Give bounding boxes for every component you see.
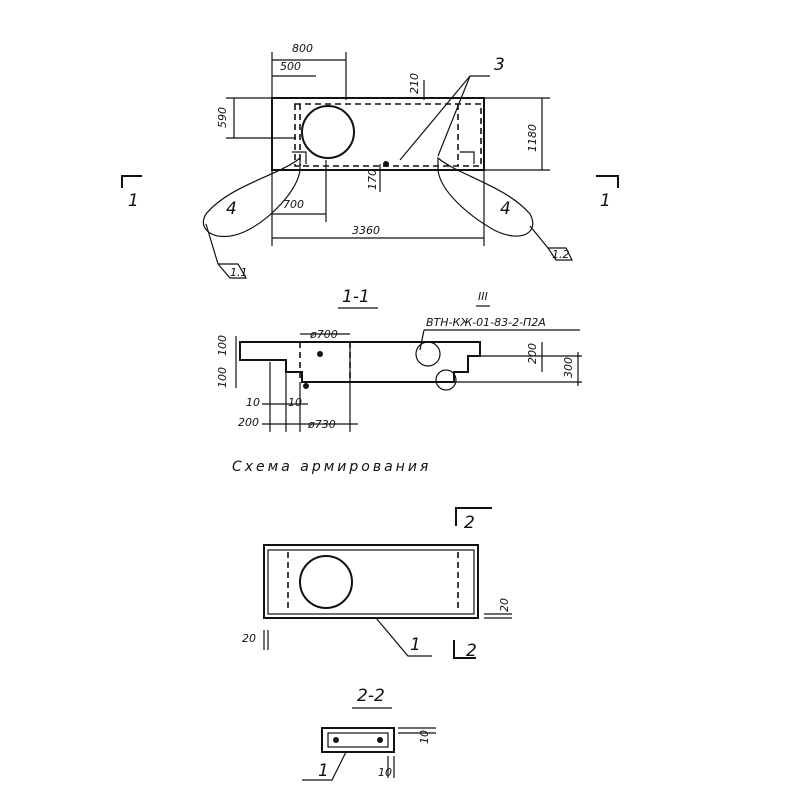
tag-right-label: 1.2 [552, 248, 570, 261]
reinforcement-label-1: 1 [410, 635, 421, 655]
callout-3-leader-a [399, 75, 471, 161]
reinforcement-slab-outer [263, 544, 479, 619]
dim-200: 200 [238, 416, 259, 429]
section-2-2-label-1: 1 [318, 761, 329, 781]
dim-100-top: 100 [216, 335, 229, 356]
dim-210: 210 [408, 73, 421, 94]
section-2-2-dim-10-bottom: 10 [378, 766, 392, 779]
reinforcement-dim-20-left: 20 [242, 632, 256, 645]
dim-500: 500 [280, 60, 301, 73]
section-2-2: 2-2 10 10 1 [302, 686, 436, 781]
callout-4-left-label: 4 [226, 199, 237, 219]
dim-phi-700: ø700 [309, 328, 338, 341]
section-2-mark-top [455, 507, 492, 526]
section-2-2-dim-10-right: 10 [418, 730, 431, 744]
plan-slab-outline [271, 97, 485, 171]
tag-left-label: 1.1 [230, 266, 248, 279]
dim-phi-730: ø730 [307, 418, 336, 431]
callout-4-left-outline [202, 156, 301, 238]
section-1-1-anchor-top [415, 341, 441, 367]
section-1-1-profile [239, 341, 481, 383]
section-2-bottom-label: 2 [466, 641, 477, 661]
dim-170: 170 [366, 169, 379, 190]
reinforcement-dim-20-right: 20 [498, 598, 511, 612]
section-mark-right-label: 1 [600, 191, 611, 211]
dim-590: 590 [216, 107, 229, 128]
dim-100-bottom: 100 [216, 367, 229, 388]
section-1-1-ref: ВТН-КЖ-01-83-2-П2А [426, 316, 546, 329]
reinforcement-opening-circle [299, 555, 353, 609]
dim-700: 700 [283, 198, 304, 211]
section-2-top-label: 2 [464, 513, 475, 533]
section-1-1-anchor-bottom [435, 369, 457, 391]
callout-3-label: 3 [494, 55, 505, 75]
tag-left-leader [205, 223, 248, 279]
section-2-2-outer [321, 727, 395, 753]
callout-4-right-outline [437, 156, 534, 237]
section-1-1-roman: III [478, 290, 488, 303]
dim-10-left: 10 [246, 396, 260, 409]
section-1-1-title: 1-1 [342, 287, 370, 307]
section-2-2-label-1-leader [302, 751, 347, 781]
plan-opening-circle [301, 105, 355, 159]
reinforcement-title: Схема армирования [232, 459, 431, 475]
callout-3-leader-b [437, 75, 471, 157]
dim-3360: 3360 [352, 224, 380, 237]
callout-4-right-label: 4 [500, 199, 511, 219]
plan-view: 800 500 590 1180 210 170 700 3360 3 4 1.… [121, 42, 619, 279]
plan-anchors [292, 151, 475, 164]
dim-1180: 1180 [526, 124, 539, 152]
section-1-1: 1-1 III ВТН-КЖ-01-83-2-П2А 100 100 10 10… [216, 287, 582, 432]
reinforcement-label-1-leader [375, 617, 432, 657]
section-2-2-inner [327, 732, 389, 748]
reinforcement-scheme: Схема армирования 2 20 20 1 2 [232, 459, 512, 661]
dim-300: 300 [562, 357, 575, 378]
dim-200-right: 200 [526, 343, 539, 364]
plan-anchor-point [383, 161, 389, 167]
dim-10-right: 10 [288, 396, 302, 409]
section-2-mark-bottom [453, 640, 476, 659]
section-mark-left-label: 1 [128, 191, 139, 211]
section-2-2-title: 2-2 [357, 686, 385, 706]
section-mark-right [596, 175, 619, 188]
section-mark-left [121, 175, 142, 188]
tag-right-leader [529, 225, 573, 261]
reinforcement-slab-inner [267, 549, 475, 615]
dim-800: 800 [292, 42, 313, 55]
